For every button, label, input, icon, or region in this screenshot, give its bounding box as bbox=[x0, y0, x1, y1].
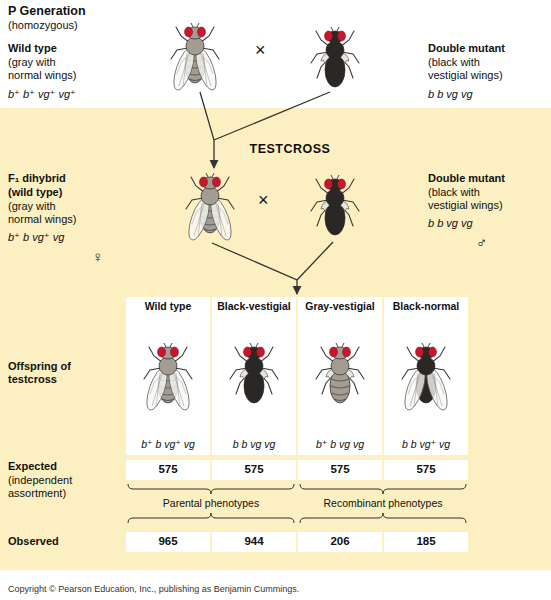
label-slot: (homozygous) bbox=[8, 19, 158, 32]
label-text: × bbox=[258, 190, 278, 212]
label-text: b⁺ b⁺ vg⁺ vg⁺ bbox=[8, 88, 158, 101]
count-number: 185 bbox=[416, 535, 435, 549]
label-text: Offspring of testcross bbox=[8, 360, 103, 386]
wild-type-fly bbox=[170, 23, 221, 92]
count-number: 965 bbox=[158, 535, 177, 549]
label-slot: ♀ bbox=[92, 248, 112, 266]
illustration-part bbox=[185, 23, 206, 55]
label-slot: b⁺ b vg⁺ vg bbox=[8, 231, 158, 244]
label-text: (black with vestigial wings) bbox=[428, 56, 520, 82]
label-slot: Offspring of testcross bbox=[8, 360, 103, 386]
expected-count-box: 575 bbox=[126, 460, 210, 480]
label-text: (wild type) bbox=[8, 186, 158, 199]
black-vestigial-fly bbox=[311, 27, 359, 87]
label-slot: Recombinant phenotypes bbox=[298, 497, 468, 510]
label-text: F₁ dihybrid bbox=[8, 172, 158, 185]
label-text: (gray with normal wings) bbox=[8, 56, 88, 82]
label-slot: P Generation bbox=[8, 4, 208, 19]
label-text: × bbox=[255, 40, 275, 62]
label-slot: b⁺ b⁺ vg⁺ vg⁺ bbox=[8, 88, 158, 101]
label-slot: × bbox=[255, 40, 275, 62]
label-text: Double mutant bbox=[428, 42, 548, 55]
label-slot: ♂ bbox=[476, 234, 496, 252]
caption-text: Copyright © Pearson Education, Inc., pub… bbox=[8, 584, 543, 595]
label-slot: (gray with normal wings) bbox=[8, 56, 88, 82]
label-text: b b vg vg bbox=[428, 217, 538, 230]
label-text: (independent assortment) bbox=[8, 474, 92, 500]
observed-count-box: 206 bbox=[298, 532, 382, 552]
genotype-text: b b vg⁺ vg bbox=[402, 438, 450, 451]
illustration-part bbox=[325, 27, 346, 59]
label-slot: (gray with normal wings) bbox=[8, 200, 88, 226]
label-slot: (black with vestigial wings) bbox=[428, 186, 520, 212]
genotype-text: b⁺ b vg vg bbox=[316, 438, 364, 451]
count-number: 206 bbox=[330, 535, 349, 549]
count-number: 944 bbox=[244, 535, 263, 549]
label-slot: b b vg vg bbox=[428, 88, 538, 101]
count-number: 575 bbox=[158, 463, 177, 477]
phenotype-heading: Gray-vestigial bbox=[305, 300, 374, 313]
label-text: b⁺ b vg⁺ vg bbox=[8, 231, 158, 244]
label-slot: Double mutant bbox=[428, 172, 548, 185]
label-text: Wild type bbox=[8, 42, 158, 55]
label-slot: (wild type) bbox=[8, 186, 158, 199]
caption-slot: Copyright © Pearson Education, Inc., pub… bbox=[8, 584, 543, 595]
expected-count-box: 575 bbox=[384, 460, 468, 480]
label-slot: (black with vestigial wings) bbox=[428, 56, 520, 82]
phenotype-heading: Black-normal bbox=[393, 300, 460, 313]
label-text: (gray with normal wings) bbox=[8, 200, 88, 226]
label-slot: F₁ dihybrid bbox=[8, 172, 158, 185]
observed-count-box: 965 bbox=[126, 532, 210, 552]
genotype-text: b b vg vg bbox=[233, 438, 276, 451]
label-text: Expected bbox=[8, 460, 118, 473]
label-slot: Observed bbox=[8, 535, 118, 548]
observed-count-box: 185 bbox=[384, 532, 468, 552]
label-text: (black with vestigial wings) bbox=[428, 186, 520, 212]
expected-count-box: 575 bbox=[212, 460, 296, 480]
label-slot: Double mutant bbox=[428, 42, 548, 55]
label-slot: (independent assortment) bbox=[8, 474, 92, 500]
phenotype-heading: Black-vestigial bbox=[217, 300, 291, 313]
count-number: 575 bbox=[416, 463, 435, 477]
count-number: 575 bbox=[244, 463, 263, 477]
genotype-text: b⁺ b vg⁺ vg bbox=[141, 438, 195, 451]
expected-count-box: 575 bbox=[298, 460, 382, 480]
label-text: Double mutant bbox=[428, 172, 548, 185]
label-text: Observed bbox=[8, 535, 118, 548]
label-text: (homozygous) bbox=[8, 19, 158, 32]
label-slot: Parental phenotypes bbox=[126, 497, 296, 510]
panel-heading: TESTCROSS bbox=[210, 142, 370, 157]
label-text: Recombinant phenotypes bbox=[298, 497, 468, 510]
label-text: P Generation bbox=[8, 4, 208, 19]
label-slot: Expected bbox=[8, 460, 118, 473]
phenotype-heading: Wild type bbox=[145, 300, 192, 313]
label-text: ♀ bbox=[92, 248, 112, 266]
label-text: ♂ bbox=[476, 234, 496, 252]
label-text: Parental phenotypes bbox=[126, 497, 296, 510]
label-slot: b b vg vg bbox=[428, 217, 538, 230]
label-slot: × bbox=[258, 190, 278, 212]
observed-count-box: 944 bbox=[212, 532, 296, 552]
label-text: b b vg vg bbox=[428, 88, 538, 101]
count-number: 575 bbox=[330, 463, 349, 477]
label-slot: Wild type bbox=[8, 42, 158, 55]
